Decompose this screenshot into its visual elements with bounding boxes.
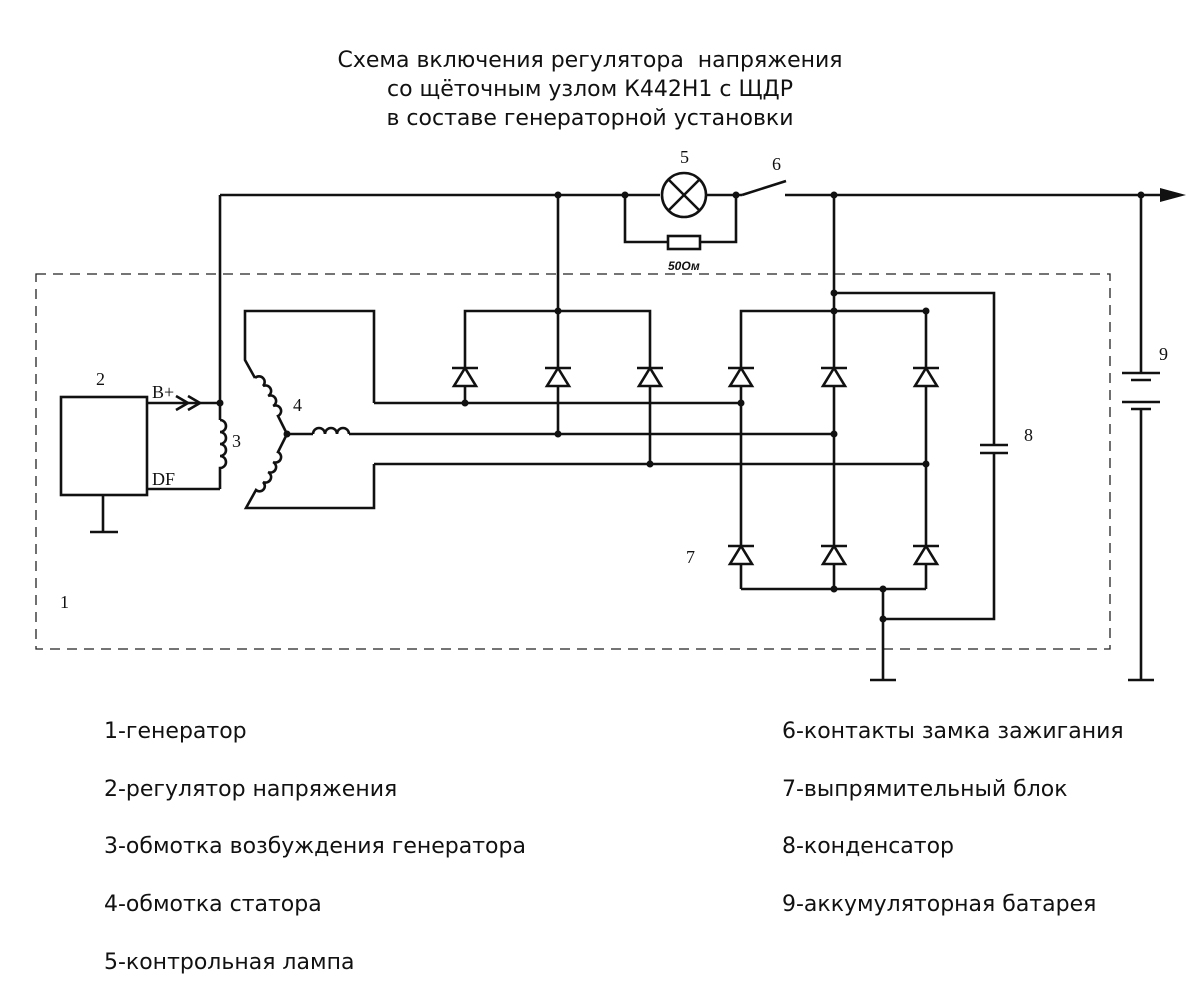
label-lamp: 5 — [680, 147, 689, 167]
diagram-title: Схема включения регулятора напряжения со… — [290, 46, 890, 133]
diode-icon — [726, 366, 756, 388]
diode-icon — [911, 544, 941, 566]
label-regulator: 2 — [96, 369, 105, 389]
label-rectifier: 7 — [686, 547, 695, 567]
legend-item: 9-аккумуляторная батарея — [782, 892, 1097, 917]
label-generator: 1 — [60, 592, 69, 612]
control-lamp-icon — [660, 171, 708, 219]
stator-winding-icon — [243, 309, 926, 510]
diode-icon — [450, 366, 480, 388]
battery-icon — [1122, 195, 1160, 682]
field-winding-icon — [218, 418, 228, 489]
voltage-regulator — [59, 395, 149, 534]
diode-icon — [911, 366, 941, 388]
diode-icon — [635, 366, 665, 388]
legend-item: 1-генератор — [104, 719, 247, 744]
label-battery: 9 — [1159, 344, 1168, 364]
diode-icon — [819, 544, 849, 566]
legend-item: 2-регулятор напряжения — [104, 777, 398, 802]
label-field-winding: 3 — [232, 431, 241, 451]
ignition-switch-icon — [741, 179, 787, 197]
output-arrow-icon — [1160, 188, 1186, 202]
legend-item: 7-выпрямительный блок — [782, 777, 1068, 802]
generator-boundary — [35, 273, 1111, 650]
diode-icon — [819, 366, 849, 388]
legend-item: 6-контакты замка зажигания — [782, 719, 1124, 744]
label-capacitor: 8 — [1024, 425, 1033, 445]
diode-icon — [726, 544, 756, 566]
rectifier-block — [450, 195, 941, 682]
circuit-schematic: 1 2 B+ DF 3 4 5 6 50Ом 7 8 9 — [35, 147, 1186, 682]
legend-item: 8-конденсатор — [782, 834, 955, 859]
label-resistor-value: 50Ом — [668, 259, 700, 273]
legend-item: 3-обмотка возбуждения генератора — [104, 834, 526, 859]
resistor-icon — [666, 234, 702, 251]
label-df: DF — [152, 469, 175, 489]
diode-icon — [543, 366, 573, 388]
label-bplus: B+ — [152, 382, 174, 402]
legend-item: 5-контрольная лампа — [104, 950, 355, 975]
legend-item: 4-обмотка статора — [104, 892, 322, 917]
title-line-3: в составе генераторной установки — [386, 106, 794, 131]
title-line-1: Схема включения регулятора напряжения — [337, 48, 843, 73]
label-stator-winding: 4 — [293, 395, 302, 415]
bplus-connector-icon — [147, 394, 220, 412]
label-ignition-switch: 6 — [772, 154, 781, 174]
capacitor-icon — [834, 291, 1008, 621]
title-line-2: со щёточным узлом К442Н1 с ЩДР — [386, 77, 793, 102]
